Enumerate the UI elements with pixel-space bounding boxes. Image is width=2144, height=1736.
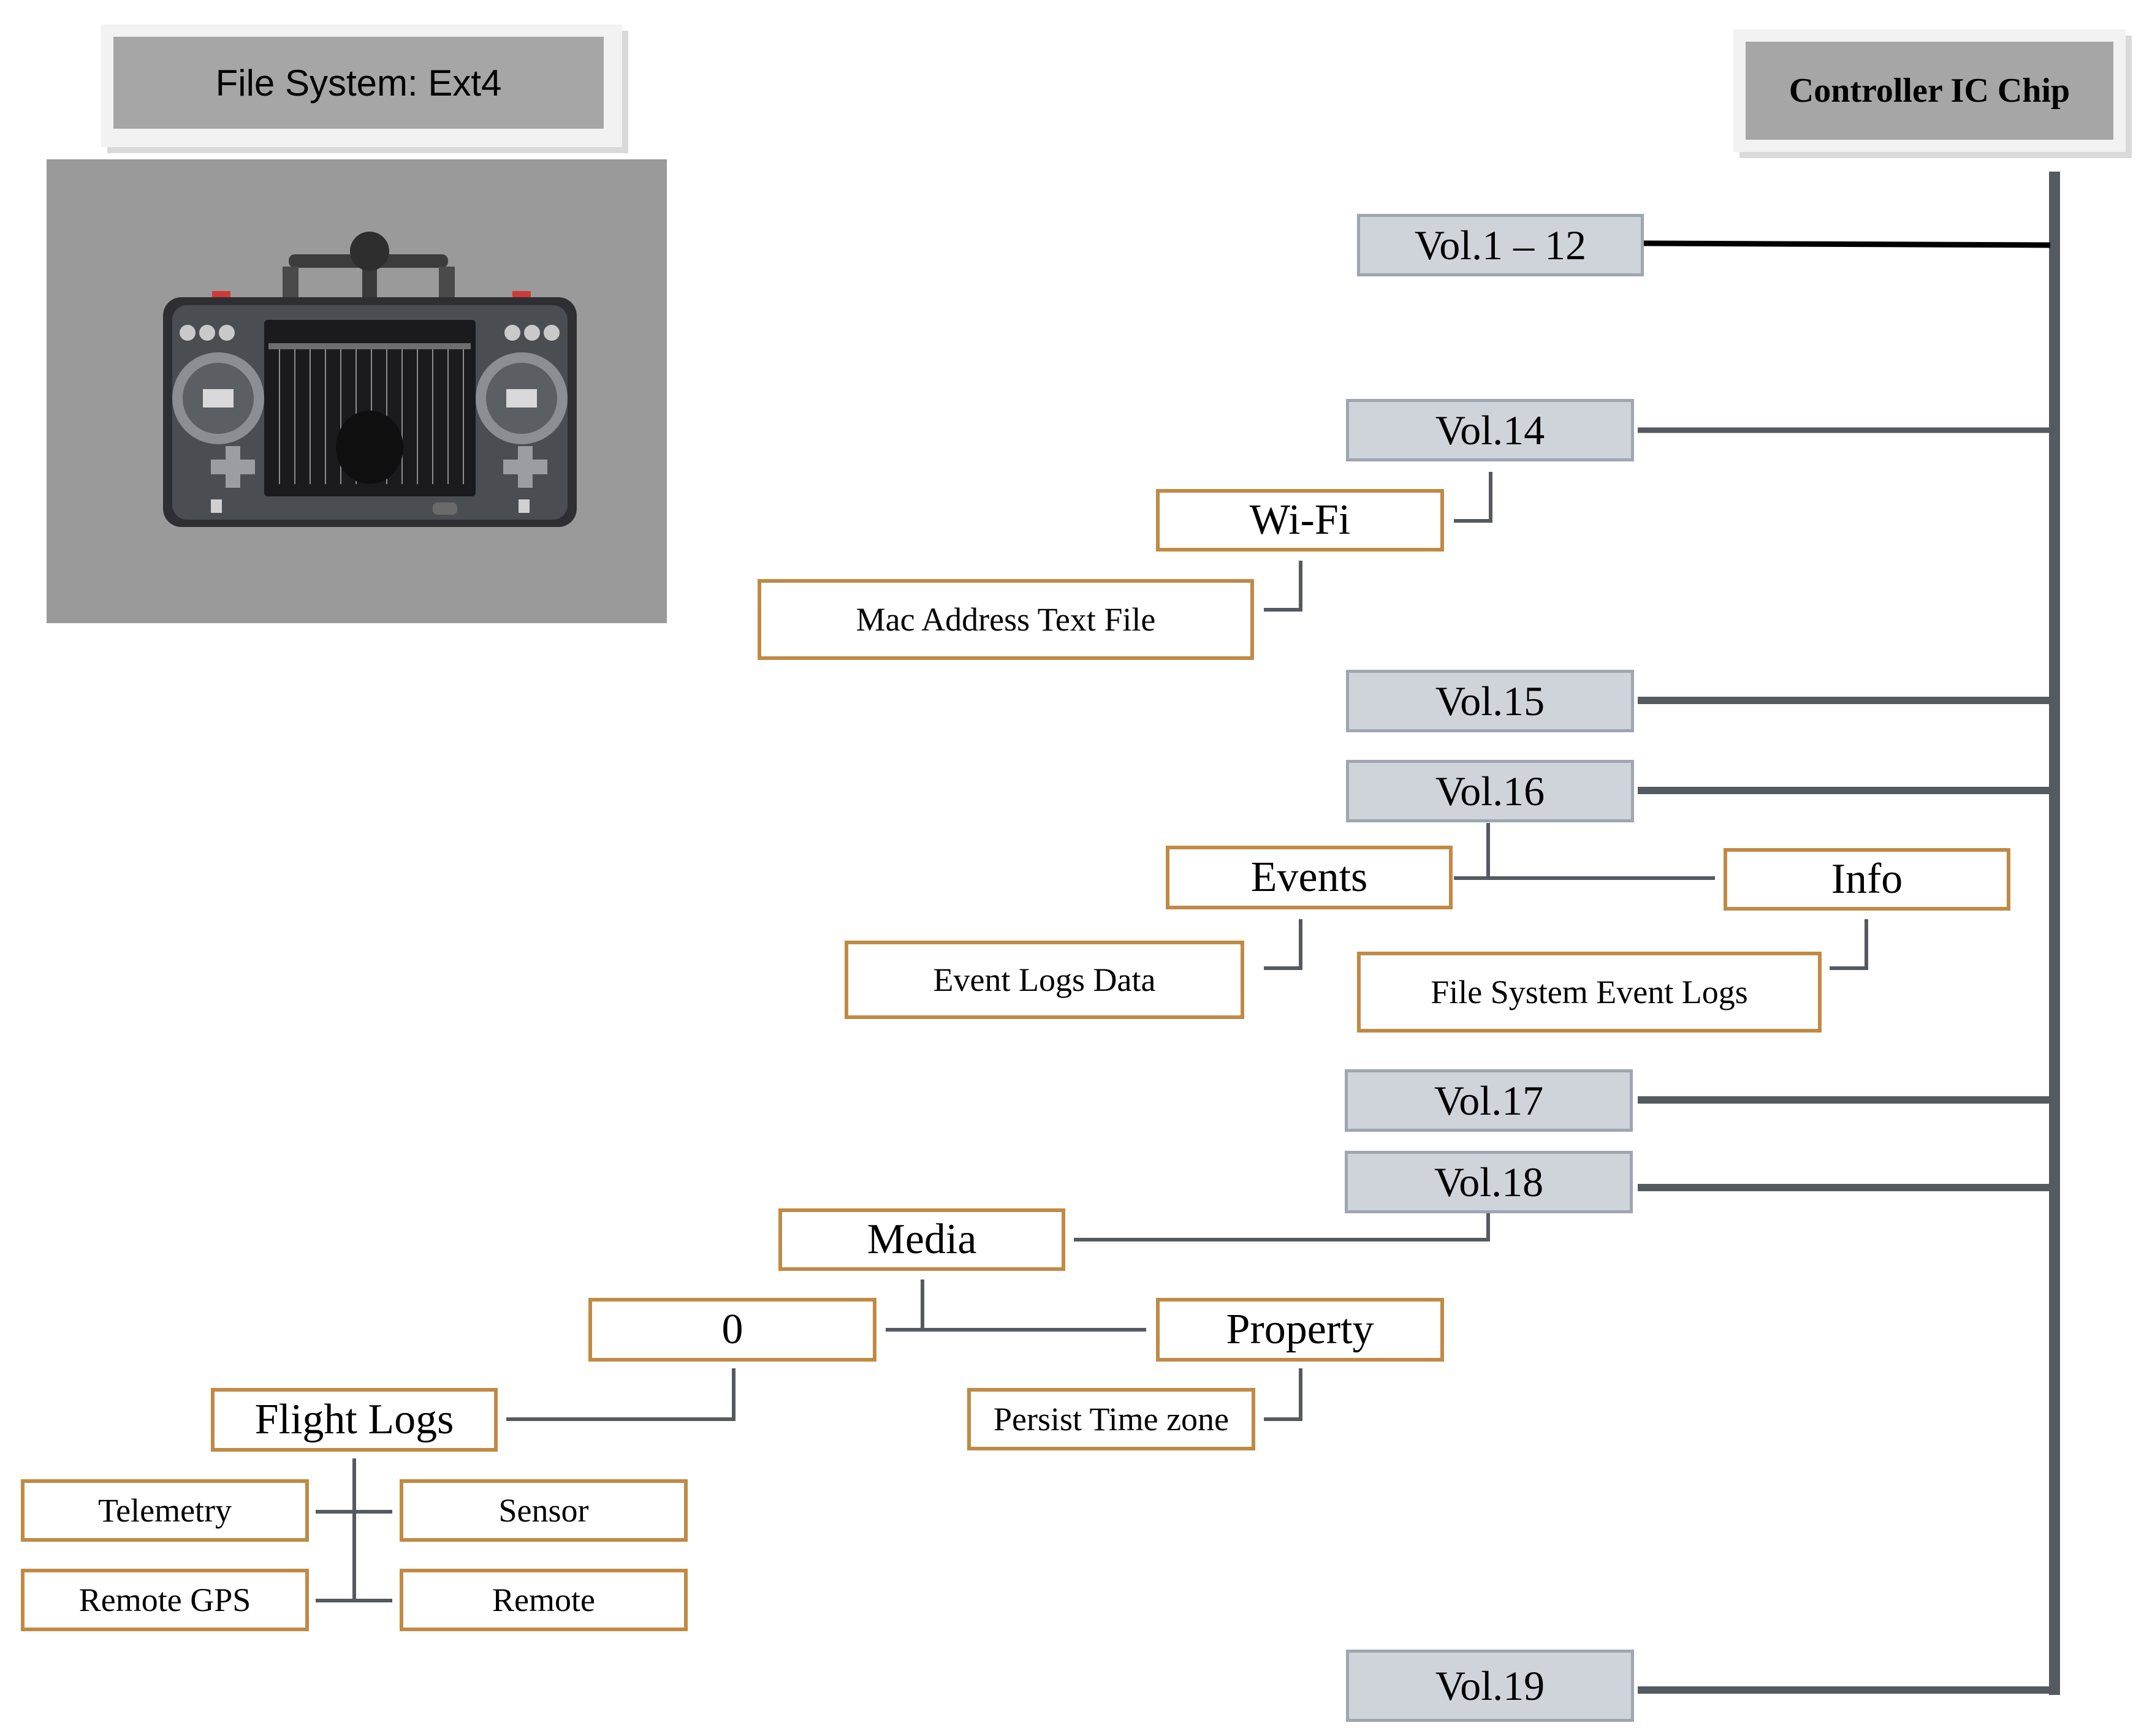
node-mac-address-text-file: Mac Address Text File xyxy=(758,579,1254,660)
file-system-title: File System: Ext4 xyxy=(101,25,622,147)
file-system-label: File System: Ext4 xyxy=(113,37,604,129)
volume-14: Vol.14 xyxy=(1346,399,1634,461)
volume-16: Vol.16 xyxy=(1346,760,1634,822)
link-zero-flight xyxy=(506,1368,736,1421)
node-media: Media xyxy=(778,1208,1065,1271)
node-remote: Remote xyxy=(400,1569,688,1631)
controller-ic-title: Controller IC Chip xyxy=(1733,29,2126,152)
volume-19: Vol.19 xyxy=(1346,1650,1634,1722)
node-file-system-event-logs: File System Event Logs xyxy=(1357,952,1822,1033)
link-info-fslogs xyxy=(1830,919,1868,970)
link-vol14-wifi xyxy=(1454,472,1492,523)
node-events: Events xyxy=(1166,846,1453,909)
branch-vol-1-12 xyxy=(1643,240,2051,248)
link-events-logs xyxy=(1264,919,1302,970)
node-remote-gps: Remote GPS xyxy=(21,1569,309,1631)
volume-18: Vol.18 xyxy=(1345,1151,1633,1213)
node-property: Property xyxy=(1156,1298,1444,1362)
volume-15: Vol.15 xyxy=(1346,670,1634,732)
node-zero: 0 xyxy=(588,1298,876,1362)
link-wifi-mac xyxy=(1264,561,1302,612)
node-info: Info xyxy=(1724,848,2010,911)
node-persist-time-zone: Persist Time zone xyxy=(967,1388,1255,1450)
volume-17: Vol.17 xyxy=(1345,1069,1633,1132)
node-event-logs-data: Event Logs Data xyxy=(845,941,1244,1019)
controller-ic-label: Controller IC Chip xyxy=(1746,42,2113,140)
volume-1-12: Vol.1 – 12 xyxy=(1357,214,1644,276)
controller-illustration xyxy=(47,159,667,623)
node-sensor: Sensor xyxy=(400,1479,688,1542)
node-telemetry: Telemetry xyxy=(21,1479,309,1542)
node-wifi: Wi-Fi xyxy=(1156,489,1444,552)
remote-controller-photo xyxy=(47,159,667,623)
link-property-tz xyxy=(1264,1368,1302,1421)
node-flight-logs: Flight Logs xyxy=(211,1388,498,1452)
